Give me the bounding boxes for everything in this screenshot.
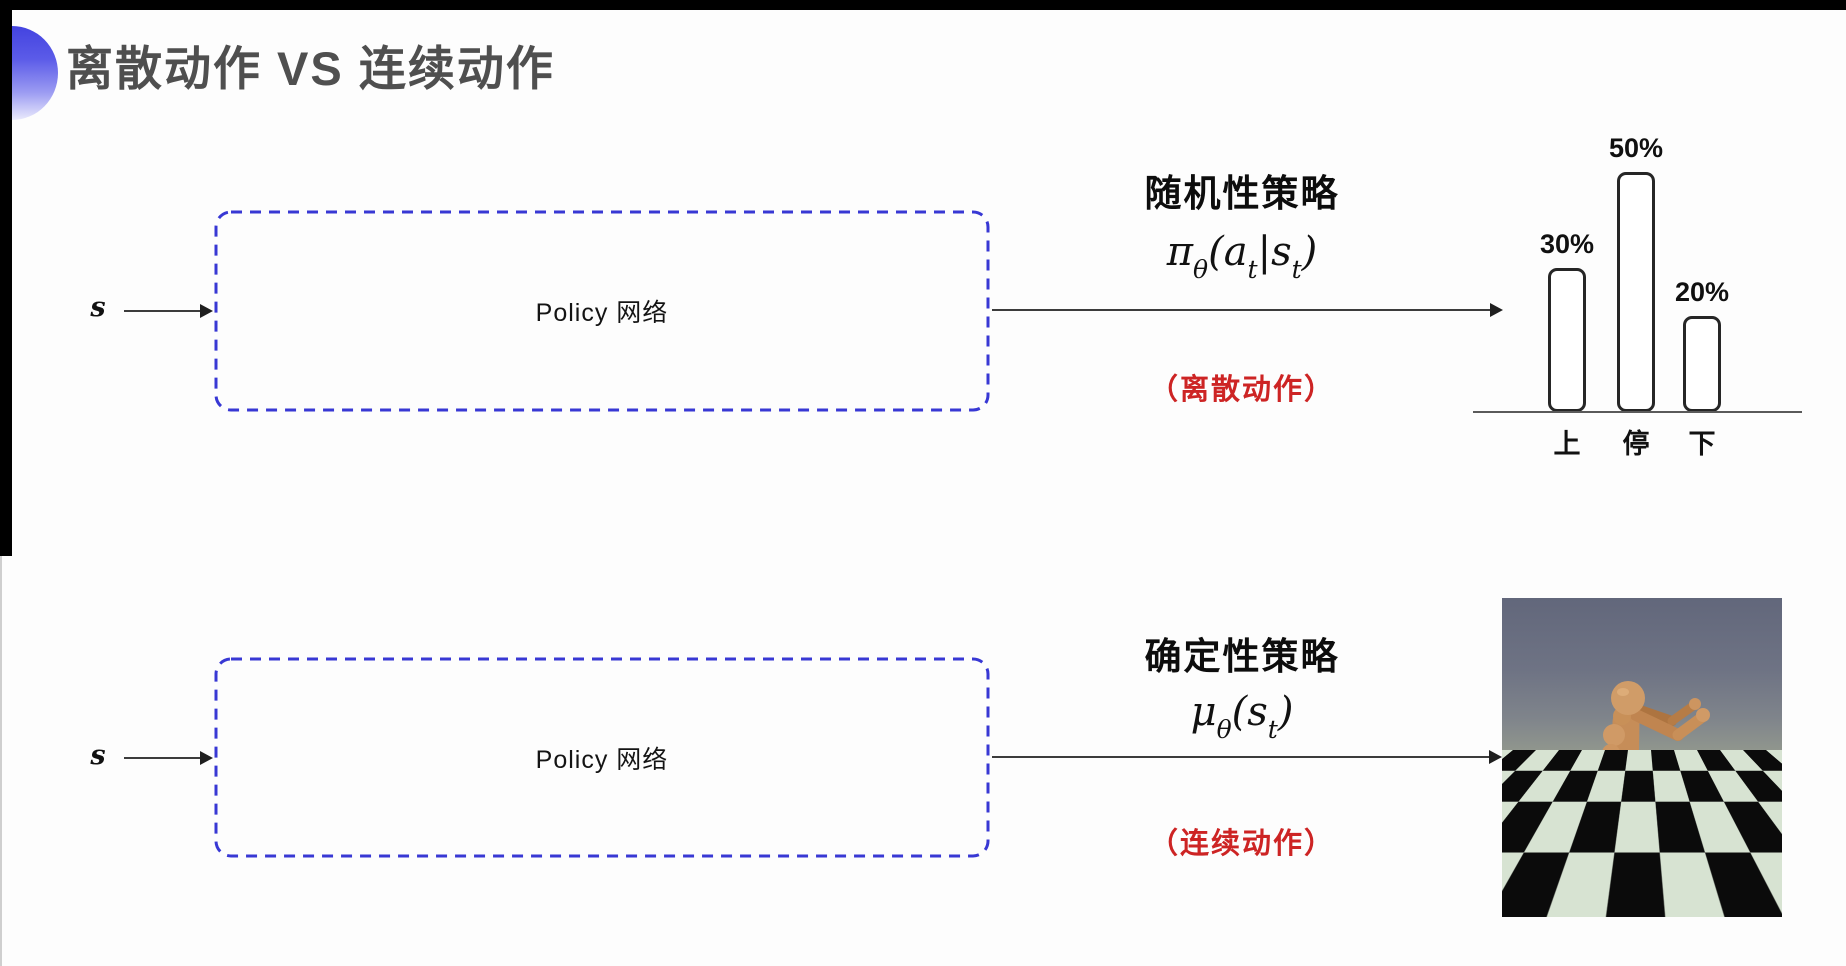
category-label: 下 [1688,429,1716,459]
formula-subscript: t [1267,715,1278,744]
formula-symbol: s [1247,689,1268,735]
formula-paren: ) [1301,229,1318,275]
stochastic-policy-formula: πθ(at|st) [1042,229,1442,284]
formula-subscript: θ [1193,255,1209,284]
formula-paren: ) [1277,689,1294,735]
state-input-label-top: s [90,292,106,323]
deterministic-policy-title: 确定性策略 [1144,636,1340,677]
arrowhead-icon [200,304,213,318]
formula-symbol: s [1271,229,1292,275]
arrowhead-icon [1489,750,1502,764]
left-letterbox-bar [0,0,12,556]
page-title: 离散动作 VS 连续动作 [66,42,555,95]
arrowhead-icon [200,751,213,765]
dashed-border [214,657,990,858]
deterministic-policy-formula: μθ(st) [1042,689,1442,744]
formula-subscript: t [1291,255,1302,284]
stochastic-policy-title: 随机性策略 [1144,173,1340,214]
policy-network-box-bottom: Policy 网络 [214,657,990,858]
output-arrow-bottom [992,750,1502,764]
category-label: 上 [1553,429,1581,459]
bar-value-label: 30% [1539,229,1595,259]
state-input-label-bottom: s [90,740,106,771]
formula-bar: | [1257,229,1272,275]
sim-sky [1502,598,1782,758]
sim-floor [1502,750,1782,917]
arrowhead-icon [1490,303,1503,317]
output-arrow-top [992,303,1503,317]
bar-up [1548,268,1586,412]
formula-paren: ( [1231,689,1248,735]
left-edge-line [0,556,2,966]
top-letterbox-bar [0,0,1846,10]
policy-network-label-top: Policy 网络 [535,299,669,327]
humanoid-simulation-image [1502,598,1782,917]
formula-symbol: π [1166,229,1194,275]
formula-subscript: θ [1216,715,1232,744]
bar-stop [1617,172,1655,412]
formula-paren: ( [1208,229,1224,275]
bar-value-label: 20% [1674,277,1730,307]
input-arrow-top [124,304,213,318]
action-probability-bar-chart: 50% 30% 20% 上 停 下 [1473,100,1805,460]
category-label: 停 [1622,429,1650,459]
dashed-border [214,210,990,412]
formula-symbol: a [1223,229,1248,275]
formula-symbol: μ [1190,689,1217,735]
bar-down [1683,316,1721,412]
policy-network-label-bottom: Policy 网络 [535,745,669,774]
chart-baseline [1473,411,1802,413]
bar-value-label: 50% [1608,133,1664,163]
continuous-action-note: （连续动作） [1148,828,1335,860]
humanoid-robot [1570,681,1712,910]
input-arrow-bottom [124,751,213,765]
discrete-action-note: （离散动作） [1148,374,1335,406]
policy-network-box-top: Policy 网络 [214,210,990,412]
formula-subscript: t [1247,255,1258,284]
